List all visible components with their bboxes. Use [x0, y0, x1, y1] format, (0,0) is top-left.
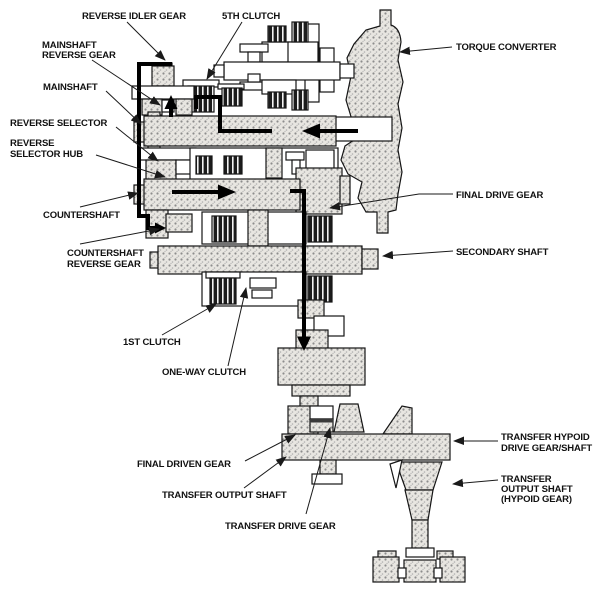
- leader-first-clutch: [161, 303, 217, 336]
- leader-fifth-clutch: [206, 21, 243, 80]
- label-transfer-output-shaft-hypoid-2: OUTPUT SHAFT: [501, 484, 573, 495]
- fifth-gear-assembly: [182, 21, 355, 113]
- first-clutch-pack: [209, 277, 237, 305]
- leader-transfer-drive-gear: [305, 427, 332, 515]
- reverse-selector-part: [137, 147, 197, 161]
- label-transfer-output-shaft: TRANSFER OUTPUT SHAFT: [162, 490, 287, 501]
- transfer-hypoid-shaft-part: [372, 459, 466, 583]
- label-reverse-selector-hub-2: SELECTOR HUB: [10, 149, 83, 160]
- label-secondary-shaft: SECONDARY SHAFT: [456, 247, 549, 258]
- leader-reverse-idler-gear: [126, 21, 166, 61]
- leader-countershaft: [79, 191, 139, 208]
- leader-transfer-output-shaft: [243, 456, 287, 489]
- label-transfer-output-shaft-hypoid-3: (HYPOID GEAR): [501, 494, 572, 505]
- reverse-selector-assembly: [137, 147, 197, 181]
- leader-lines: [79, 21, 499, 515]
- label-mainshaft-reverse-gear-1: MAINSHAFT: [42, 40, 97, 51]
- leader-final-drive-gear: [329, 193, 453, 211]
- labels: REVERSE IDLER GEAR 5TH CLUTCH TORQUE CON…: [10, 11, 593, 532]
- one-way-clutch-part: [249, 277, 277, 289]
- leader-reverse-selector: [115, 126, 159, 162]
- reverse-idler-assembly: [131, 62, 195, 116]
- secondary-shaft-part: [149, 245, 379, 275]
- label-torque-converter: TORQUE CONVERTER: [456, 42, 557, 53]
- label-fifth-clutch: 5TH CLUTCH: [222, 11, 280, 22]
- label-reverse-selector: REVERSE SELECTOR: [10, 118, 107, 129]
- mainshaft-reverse-gear-part: [175, 98, 193, 116]
- leader-countershaft-reverse-gear: [79, 226, 160, 245]
- label-transfer-hypoid-2: DRIVE GEAR/SHAFT: [501, 443, 592, 454]
- leader-reverse-selector-hub: [95, 154, 166, 179]
- countershaft-part: [133, 178, 301, 211]
- leader-transfer-output-shaft-hypoid: [452, 478, 499, 488]
- label-one-way-clutch: ONE-WAY CLUTCH: [162, 367, 246, 378]
- transfer-output-shaft-part: [281, 403, 451, 485]
- reverse-idler-gear-part: [151, 65, 175, 87]
- label-transfer-drive-gear: TRANSFER DRIVE GEAR: [225, 521, 336, 532]
- label-countershaft-reverse-gear-1: COUNTERSHAFT: [67, 248, 144, 259]
- label-countershaft-reverse-gear-2: REVERSE GEAR: [67, 259, 141, 270]
- leader-secondary-shaft: [382, 250, 454, 260]
- hypoid-gear-part: [395, 461, 443, 491]
- label-countershaft: COUNTERSHAFT: [43, 210, 120, 221]
- label-mainshaft: MAINSHAFT: [43, 82, 98, 93]
- leader-torque-converter: [399, 46, 453, 56]
- label-transfer-output-shaft-hypoid-1: TRANSFER: [501, 474, 552, 485]
- leader-mainshaft: [105, 90, 142, 125]
- countershaft-reverse-gear-part: [145, 209, 193, 239]
- label-mainshaft-reverse-gear-2: REVERSE GEAR: [42, 50, 116, 61]
- label-transfer-hypoid-1: TRANSFER HYPOID: [501, 432, 590, 443]
- leader-mainshaft-reverse-gear: [91, 59, 161, 106]
- reverse-selector-hub-part: [145, 159, 177, 181]
- label-final-driven-gear: FINAL DRIVEN GEAR: [137, 459, 231, 470]
- gear-zone-b: [201, 209, 333, 247]
- label-final-drive-gear: FINAL DRIVE GEAR: [456, 190, 543, 201]
- leader-one-way-clutch: [227, 287, 249, 367]
- leader-final-driven-gear: [244, 434, 296, 462]
- label-reverse-idler-gear: REVERSE IDLER GEAR: [82, 11, 186, 22]
- label-reverse-selector-hub-1: REVERSE: [10, 138, 54, 149]
- label-first-clutch: 1ST CLUTCH: [123, 337, 181, 348]
